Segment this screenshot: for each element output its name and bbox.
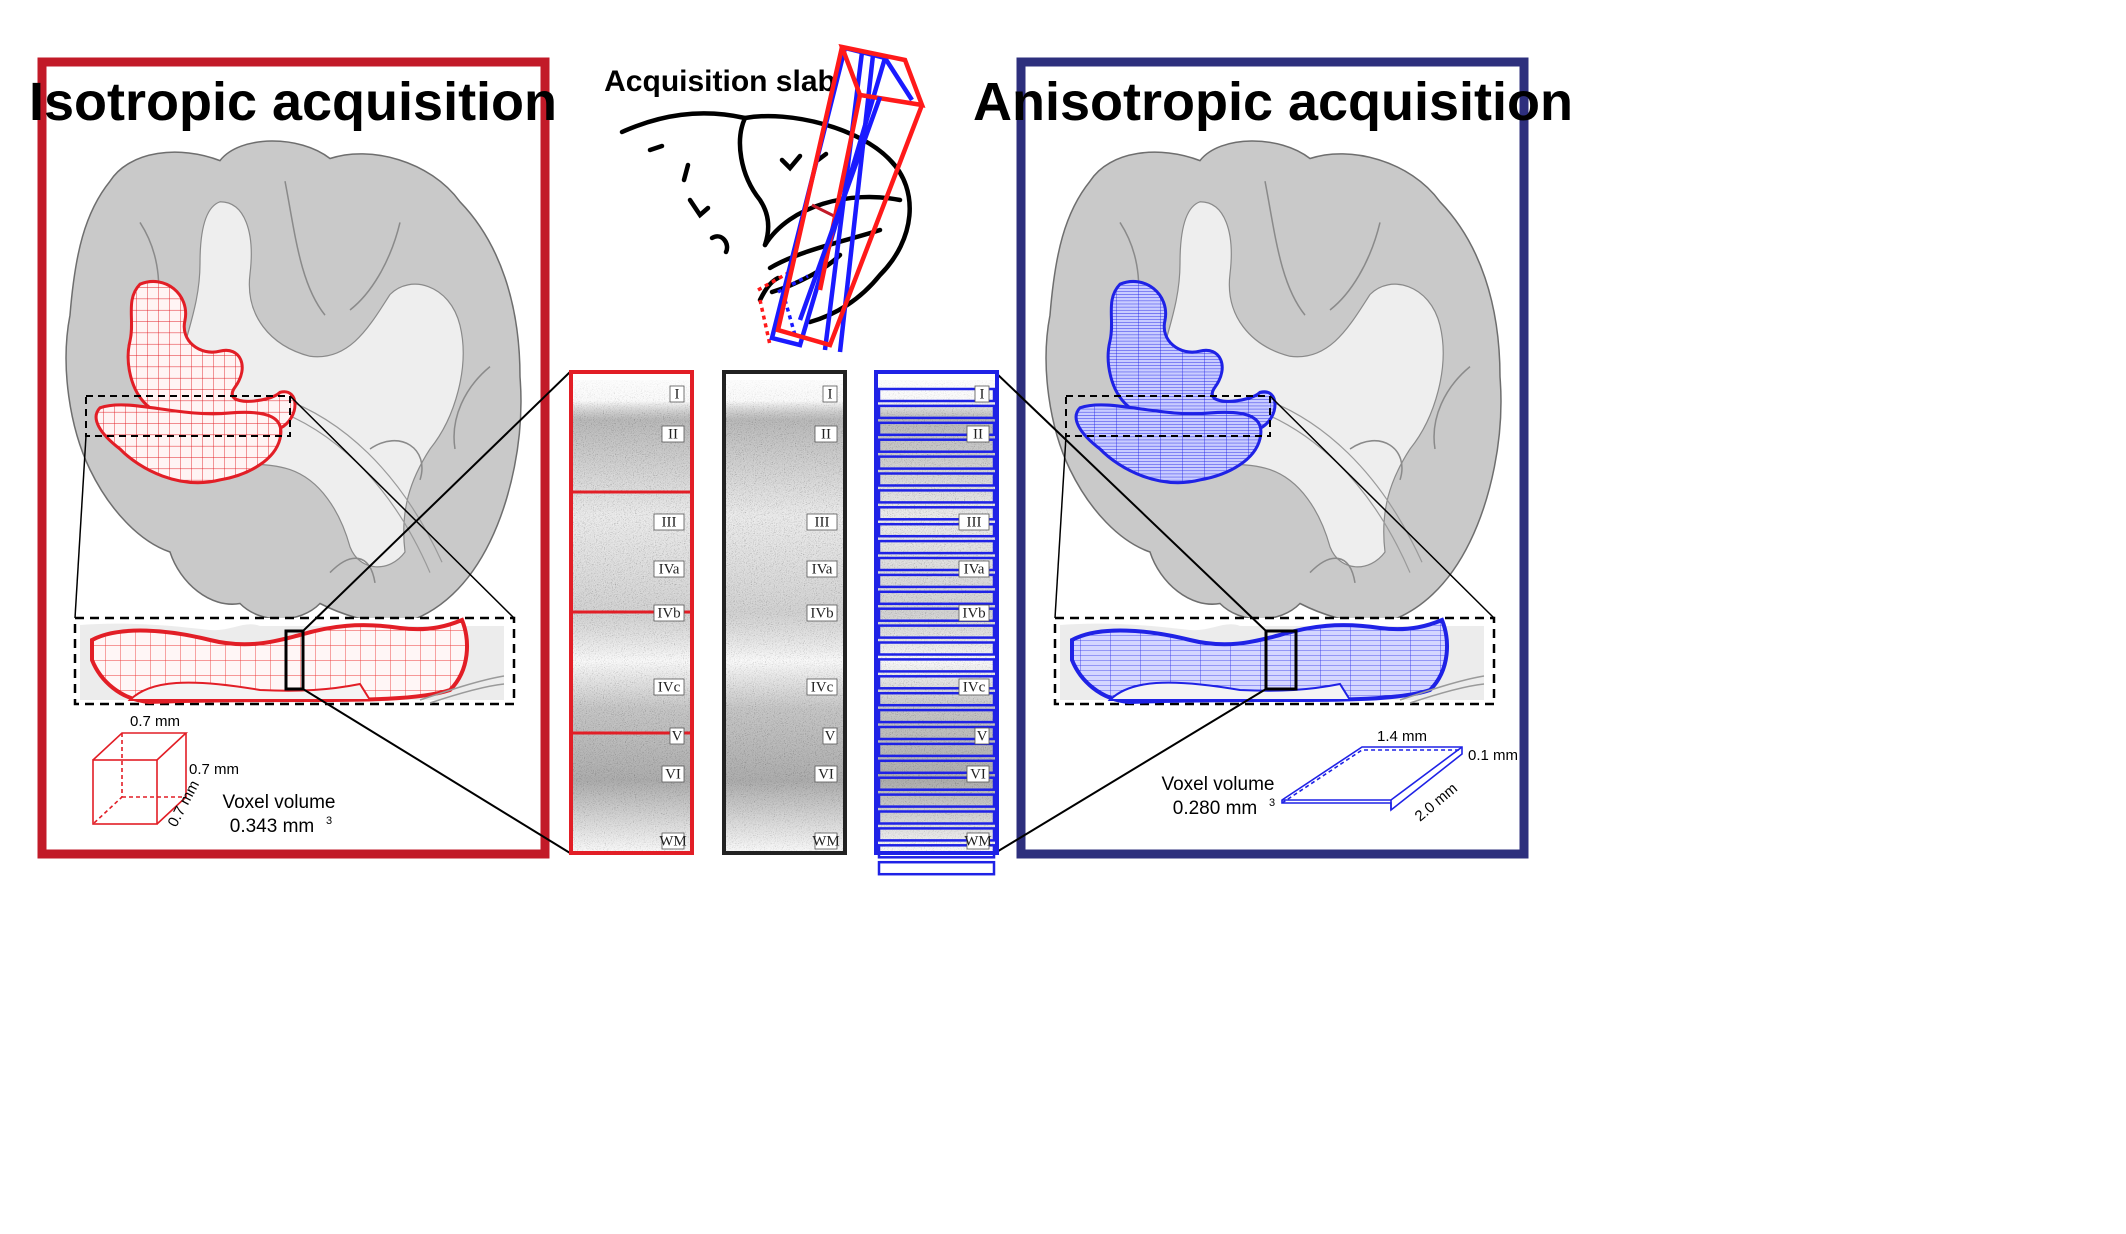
zoom-box-small-right: [1065, 395, 1271, 437]
roi-calcarine-right: [1074, 403, 1263, 485]
aniso-voxel-slice: [877, 556, 996, 572]
isotropic-voxel-strip-frame: [569, 370, 694, 855]
aniso-voxel-slice: [877, 725, 996, 741]
layer-label-ivb: IVb: [810, 606, 833, 622]
iso-dim-depth: 0.7 mm: [165, 778, 203, 830]
anisotropic-voxel-strip-frame: [874, 370, 999, 855]
zoomed-cortex-left: [80, 617, 505, 705]
layer-label-ivc: IVc: [658, 680, 681, 696]
isotropic-panel: Isotropic acquisition 0.7 mm 0.7 mm 0.7: [29, 57, 557, 859]
aniso-voxel-slice: [877, 607, 996, 622]
aniso-dim-depth: 2.0 mm: [1412, 780, 1461, 825]
aniso-voxel-slice: [877, 658, 996, 673]
isotropic-title: Isotropic acquisition: [29, 72, 557, 132]
layer-label-vi: VI: [818, 767, 834, 783]
voxel-cube-iso: [92, 732, 189, 825]
voxel-column-marker-left: [284, 629, 305, 691]
isotropic-frame: [37, 57, 550, 859]
aniso-voxel-slice: [877, 421, 996, 437]
layer-label-ivc: IVc: [963, 680, 986, 696]
layer-label-i: I: [675, 387, 680, 403]
layer-label-iva: IVa: [659, 562, 680, 578]
aniso-dim-thickness: 0.1 mm: [1468, 747, 1518, 764]
layer-label-wm: WM: [964, 834, 992, 850]
layer-label-v: V: [672, 729, 683, 745]
voxel-column-marker-right: [1264, 629, 1298, 691]
aniso-voxel-slice: [877, 404, 996, 420]
aniso-voxel-slice: [877, 708, 996, 724]
layer-label-ii: II: [973, 427, 983, 443]
aniso-voxel-slice: [877, 387, 996, 403]
layer-label-i: I: [828, 387, 833, 403]
voxel-slab-aniso: [1281, 746, 1463, 812]
layer-label-ii: II: [668, 427, 678, 443]
anisotropic-title: Anisotropic acquisition: [973, 72, 1573, 132]
aniso-voxel-slice: [877, 827, 996, 842]
anisotropic-panel: Anisotropic acquisition 1.4 mm 0.1 mm 2.: [973, 57, 1573, 859]
aniso-voxel-slice: [877, 860, 996, 876]
acquisition-slab-label: Acquisition slab: [604, 65, 836, 98]
sagittal-brain-sketch: Acquisition slab: [604, 43, 926, 353]
strip-connectors: [302, 371, 1267, 854]
aniso-voxel-slice: [877, 641, 996, 656]
aniso-voxel-slice: [877, 472, 996, 487]
aniso-dim-width: 1.4 mm: [1377, 728, 1427, 745]
aniso-voxel-slice: [877, 438, 996, 453]
roi-visual-cortex-left: [126, 279, 297, 440]
aniso-voxel-slice: [877, 590, 996, 606]
iso-dim-height: 0.7 mm: [189, 761, 239, 778]
layer-label-vi: VI: [665, 767, 681, 783]
aniso-voxel-slice: [877, 455, 996, 470]
roi-calcarine-left: [94, 403, 283, 485]
layer-label-ivb: IVb: [962, 606, 985, 622]
zoomed-cortex-right: [1060, 617, 1485, 705]
iso-volume-label: Voxel volume: [222, 792, 335, 813]
iso-volume-value: 0.343 mm: [230, 816, 314, 837]
layer-label-iii: III: [662, 515, 677, 531]
layer-label-ii: II: [821, 427, 831, 443]
aniso-voxel-slice: [877, 573, 996, 589]
layer-label-iva: IVa: [812, 562, 833, 578]
layer-label-i: I: [980, 387, 985, 403]
aniso-volume-label: Voxel volume: [1161, 774, 1274, 795]
histology-strip-frame: [722, 370, 847, 855]
layer-label-iii: III: [815, 515, 830, 531]
aniso-voxel-slice: [877, 742, 996, 758]
iso-volume-exponent: 3: [326, 815, 332, 827]
layer-label-v: V: [825, 729, 836, 745]
aniso-voxel-slice: [877, 810, 996, 825]
aniso-voxel-slice: [877, 506, 996, 521]
aniso-voxel-slice: [877, 539, 996, 555]
layer-label-v: V: [977, 729, 988, 745]
layer-label-iva: IVa: [964, 562, 985, 578]
iso-dim-width: 0.7 mm: [130, 713, 180, 730]
layer-label-iii: III: [967, 515, 982, 531]
aniso-voxel-slice: [877, 624, 996, 639]
aniso-voxel-slice: [877, 489, 996, 504]
zoom-box-small-left: [85, 395, 291, 437]
aniso-voxel-slice: [877, 776, 996, 791]
roi-visual-cortex-right: [1106, 279, 1277, 440]
brain-section-right: [1045, 140, 1502, 625]
layer-label-ivc: IVc: [811, 680, 834, 696]
aniso-voxel-slice: [877, 793, 996, 808]
aniso-volume-exponent: 3: [1269, 797, 1275, 809]
anisotropic-frame: [1016, 57, 1529, 859]
aniso-volume-value: 0.280 mm: [1173, 798, 1257, 819]
acquisition-slab-box: [769, 43, 926, 353]
aniso-voxel-slice: [877, 675, 996, 690]
layer-label-wm: WM: [812, 834, 840, 850]
layer-label-wm: WM: [659, 834, 687, 850]
layer-label-ivb: IVb: [657, 606, 680, 622]
aniso-voxel-slice: [877, 522, 996, 538]
brain-section-left: [65, 140, 522, 625]
aniso-voxel-slice: [877, 759, 996, 775]
layer-label-vi: VI: [970, 767, 986, 783]
aniso-voxel-slice: [877, 691, 996, 707]
